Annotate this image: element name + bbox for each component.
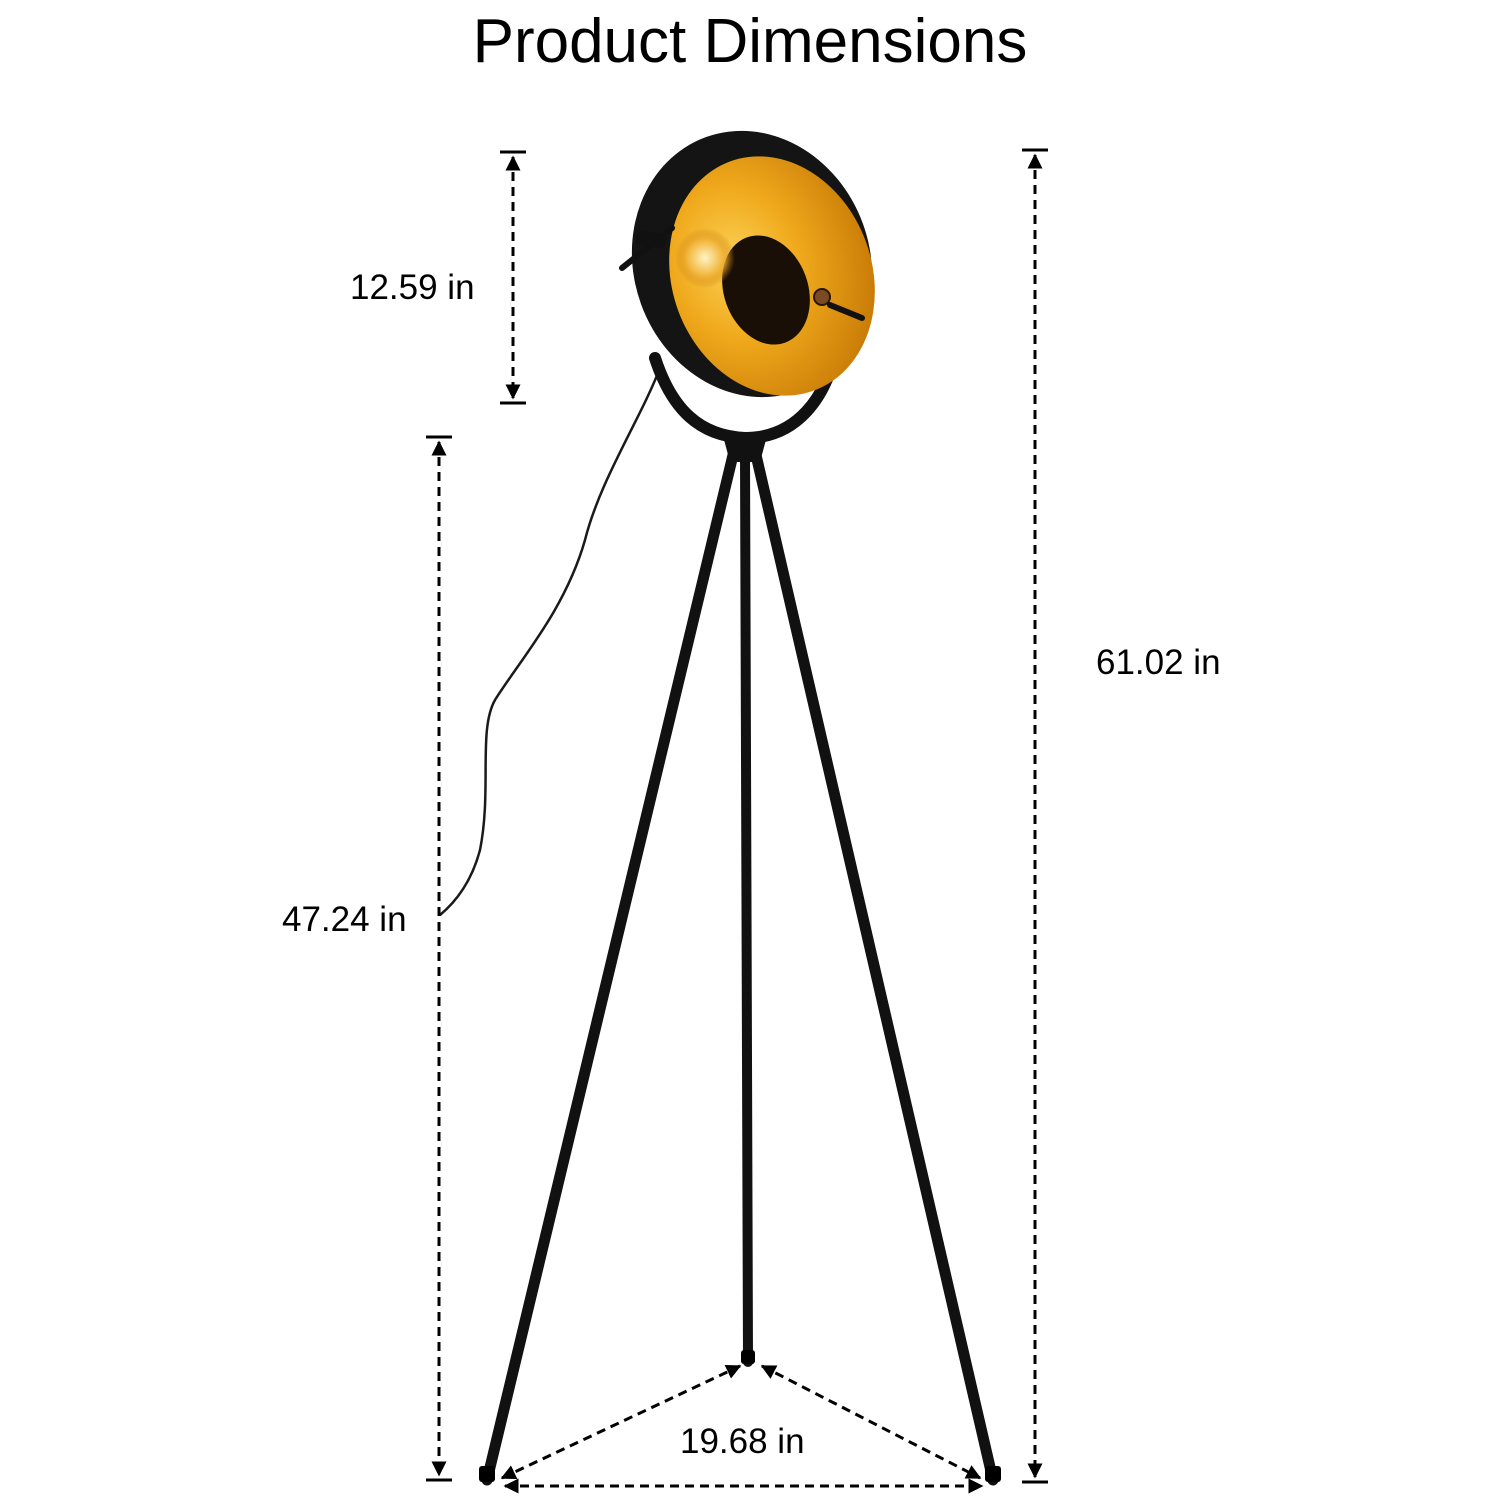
tripod-legs [481,449,999,1486]
dimension-total-height [1022,148,1048,1484]
power-cord [439,367,662,916]
floor-lamp-illustration [439,130,1001,1486]
dimension-base-height [426,435,452,1482]
dimension-base-width [500,1364,984,1494]
shade-knob [813,288,831,306]
shade-height-label: 12.59 in [350,268,475,307]
base-width-label: 19.68 in [680,1422,805,1461]
base-height-label: 47.24 in [282,900,407,939]
reflector-disc [722,235,810,345]
total-height-label: 61.02 in [1096,643,1221,682]
shade-yoke [649,334,844,445]
dimension-shade-height [500,150,526,405]
page-title: Product Dimensions [472,7,1028,76]
bulb [675,228,735,288]
